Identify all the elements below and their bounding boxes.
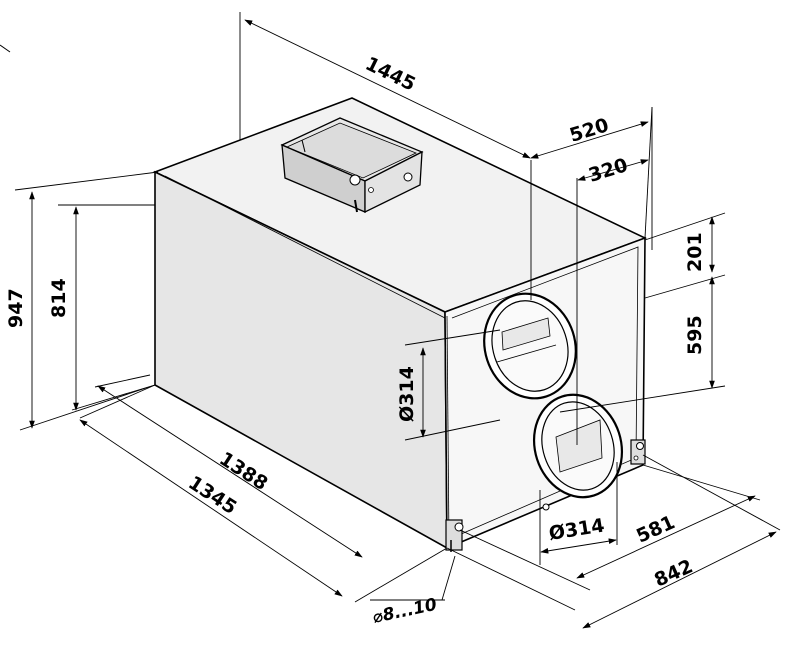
drain-hole [542, 503, 550, 511]
dim-height-total: 947 [5, 288, 27, 328]
dim-top-to-spigot: 201 [684, 232, 706, 272]
mounting-bracket-right [630, 439, 646, 465]
dim-length-body: 1345 [184, 472, 240, 519]
front-panel-frame [451, 246, 639, 539]
mounting-bracket-left [445, 519, 464, 552]
dim-overall-length: 1445 [362, 53, 419, 96]
top-edge-trim [164, 175, 446, 319]
dim-width-total: 842 [651, 555, 696, 591]
dimension-arrows [0, 19, 777, 629]
dim-spigot-spacing: 595 [684, 315, 706, 355]
dim-height-body: 814 [48, 278, 70, 318]
dim-length-base: 1388 [215, 448, 271, 495]
dim-spigot-offset: 320 [586, 154, 630, 187]
lower-spigot [532, 393, 624, 499]
dim-depth-outer: 520 [567, 114, 611, 147]
dim-spigot-diameter-front: Ø314 [547, 514, 606, 544]
upper-spigot [483, 292, 577, 400]
dim-spigot-diameter-side: Ø314 [396, 366, 418, 422]
